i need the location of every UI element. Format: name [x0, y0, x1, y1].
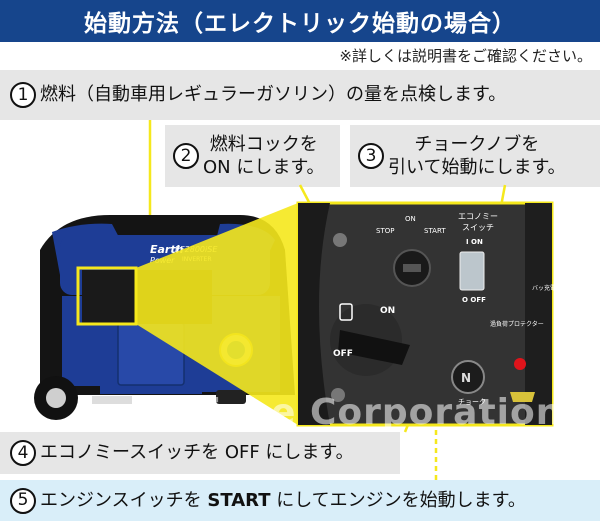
step-2-text: 燃料コックを ON にします。	[203, 133, 325, 180]
eco-label-line1: エコノミー	[458, 212, 498, 221]
watermark: Niche Corporation	[177, 392, 563, 433]
step-5-text-before: エンジンスイッチを	[40, 489, 208, 511]
step-5: 5 エンジンスイッチを START にしてエンジンを始動します。	[0, 480, 600, 521]
step-1-text: 燃料（自動車用レギュラーガソリン）の量を点検します。	[40, 84, 507, 106]
side-label: バッ充電	[532, 284, 556, 292]
step-2-line2: ON にします。	[203, 157, 325, 178]
engine-switch	[393, 249, 431, 287]
page-title-text: 始動方法（エレクトリック始動の場合）	[84, 11, 516, 37]
model-sub: INVERTER	[182, 256, 212, 263]
brand-line2: Power	[150, 256, 175, 265]
step-3-number: 3	[358, 143, 384, 169]
eco-off-label: O OFF	[462, 296, 486, 304]
note-text: ※詳しくは説明書をご確認ください。	[339, 47, 592, 65]
step-2: 2 燃料コックを ON にします。	[165, 125, 340, 187]
fuel-cock-knob	[338, 330, 410, 365]
step-3: 3 チョークノブを 引いて始動にします。	[350, 125, 600, 187]
step-5-number: 5	[10, 487, 36, 514]
eco-on-label: I ON	[466, 238, 483, 246]
step-3-text: チョークノブを 引いて始動にします。	[388, 133, 566, 180]
start-label: START	[424, 227, 446, 235]
step-3-line2: 引いて始動にします。	[388, 157, 566, 178]
screw-icon	[333, 233, 347, 247]
generator-body: Earth Power EF2800iSE INVERTER	[34, 215, 295, 420]
step-2-number: 2	[173, 143, 199, 169]
choke-knob	[451, 360, 485, 394]
step-5-text-bold: START	[207, 489, 271, 511]
step-4-text: エコノミースイッチを OFF にします。	[40, 442, 354, 464]
overload-lamp	[514, 358, 526, 370]
page-title: 始動方法（エレクトリック始動の場合）	[0, 0, 600, 42]
step-3-line1: チョークノブを	[414, 133, 540, 155]
step-2-line1: 燃料コックを	[209, 133, 318, 155]
step-5-text-after: にしてエンジンを始動します。	[270, 489, 526, 511]
economy-switch	[459, 251, 485, 291]
leader-line-step3	[468, 184, 507, 373]
model-name: EF2800iSE	[175, 245, 218, 254]
step-1: 1 燃料（自動車用レギュラーガソリン）の量を点検します。	[0, 70, 600, 120]
step-4-number: 4	[10, 440, 36, 466]
fuel-pump-icon	[339, 303, 353, 321]
brand-line1: Earth	[150, 243, 184, 256]
overload-label: 過負荷プロテクター	[490, 320, 544, 328]
step-5-text: エンジンスイッチを START にしてエンジンを始動します。	[40, 489, 526, 512]
panel-highlight-box	[76, 266, 138, 326]
eco-label-line2: スイッチ	[462, 223, 494, 232]
stop-label: STOP	[376, 227, 394, 235]
fuel-on-label: ON	[380, 306, 395, 316]
step-1-number: 1	[10, 82, 36, 108]
step-4: 4 エコノミースイッチを OFF にします。	[0, 432, 400, 474]
fuel-off-label: OFF	[333, 349, 353, 359]
on-label: ON	[405, 215, 416, 223]
leader-line-step2	[298, 184, 374, 323]
svg-text:N: N	[461, 371, 471, 385]
key-slot-icon	[403, 264, 421, 272]
